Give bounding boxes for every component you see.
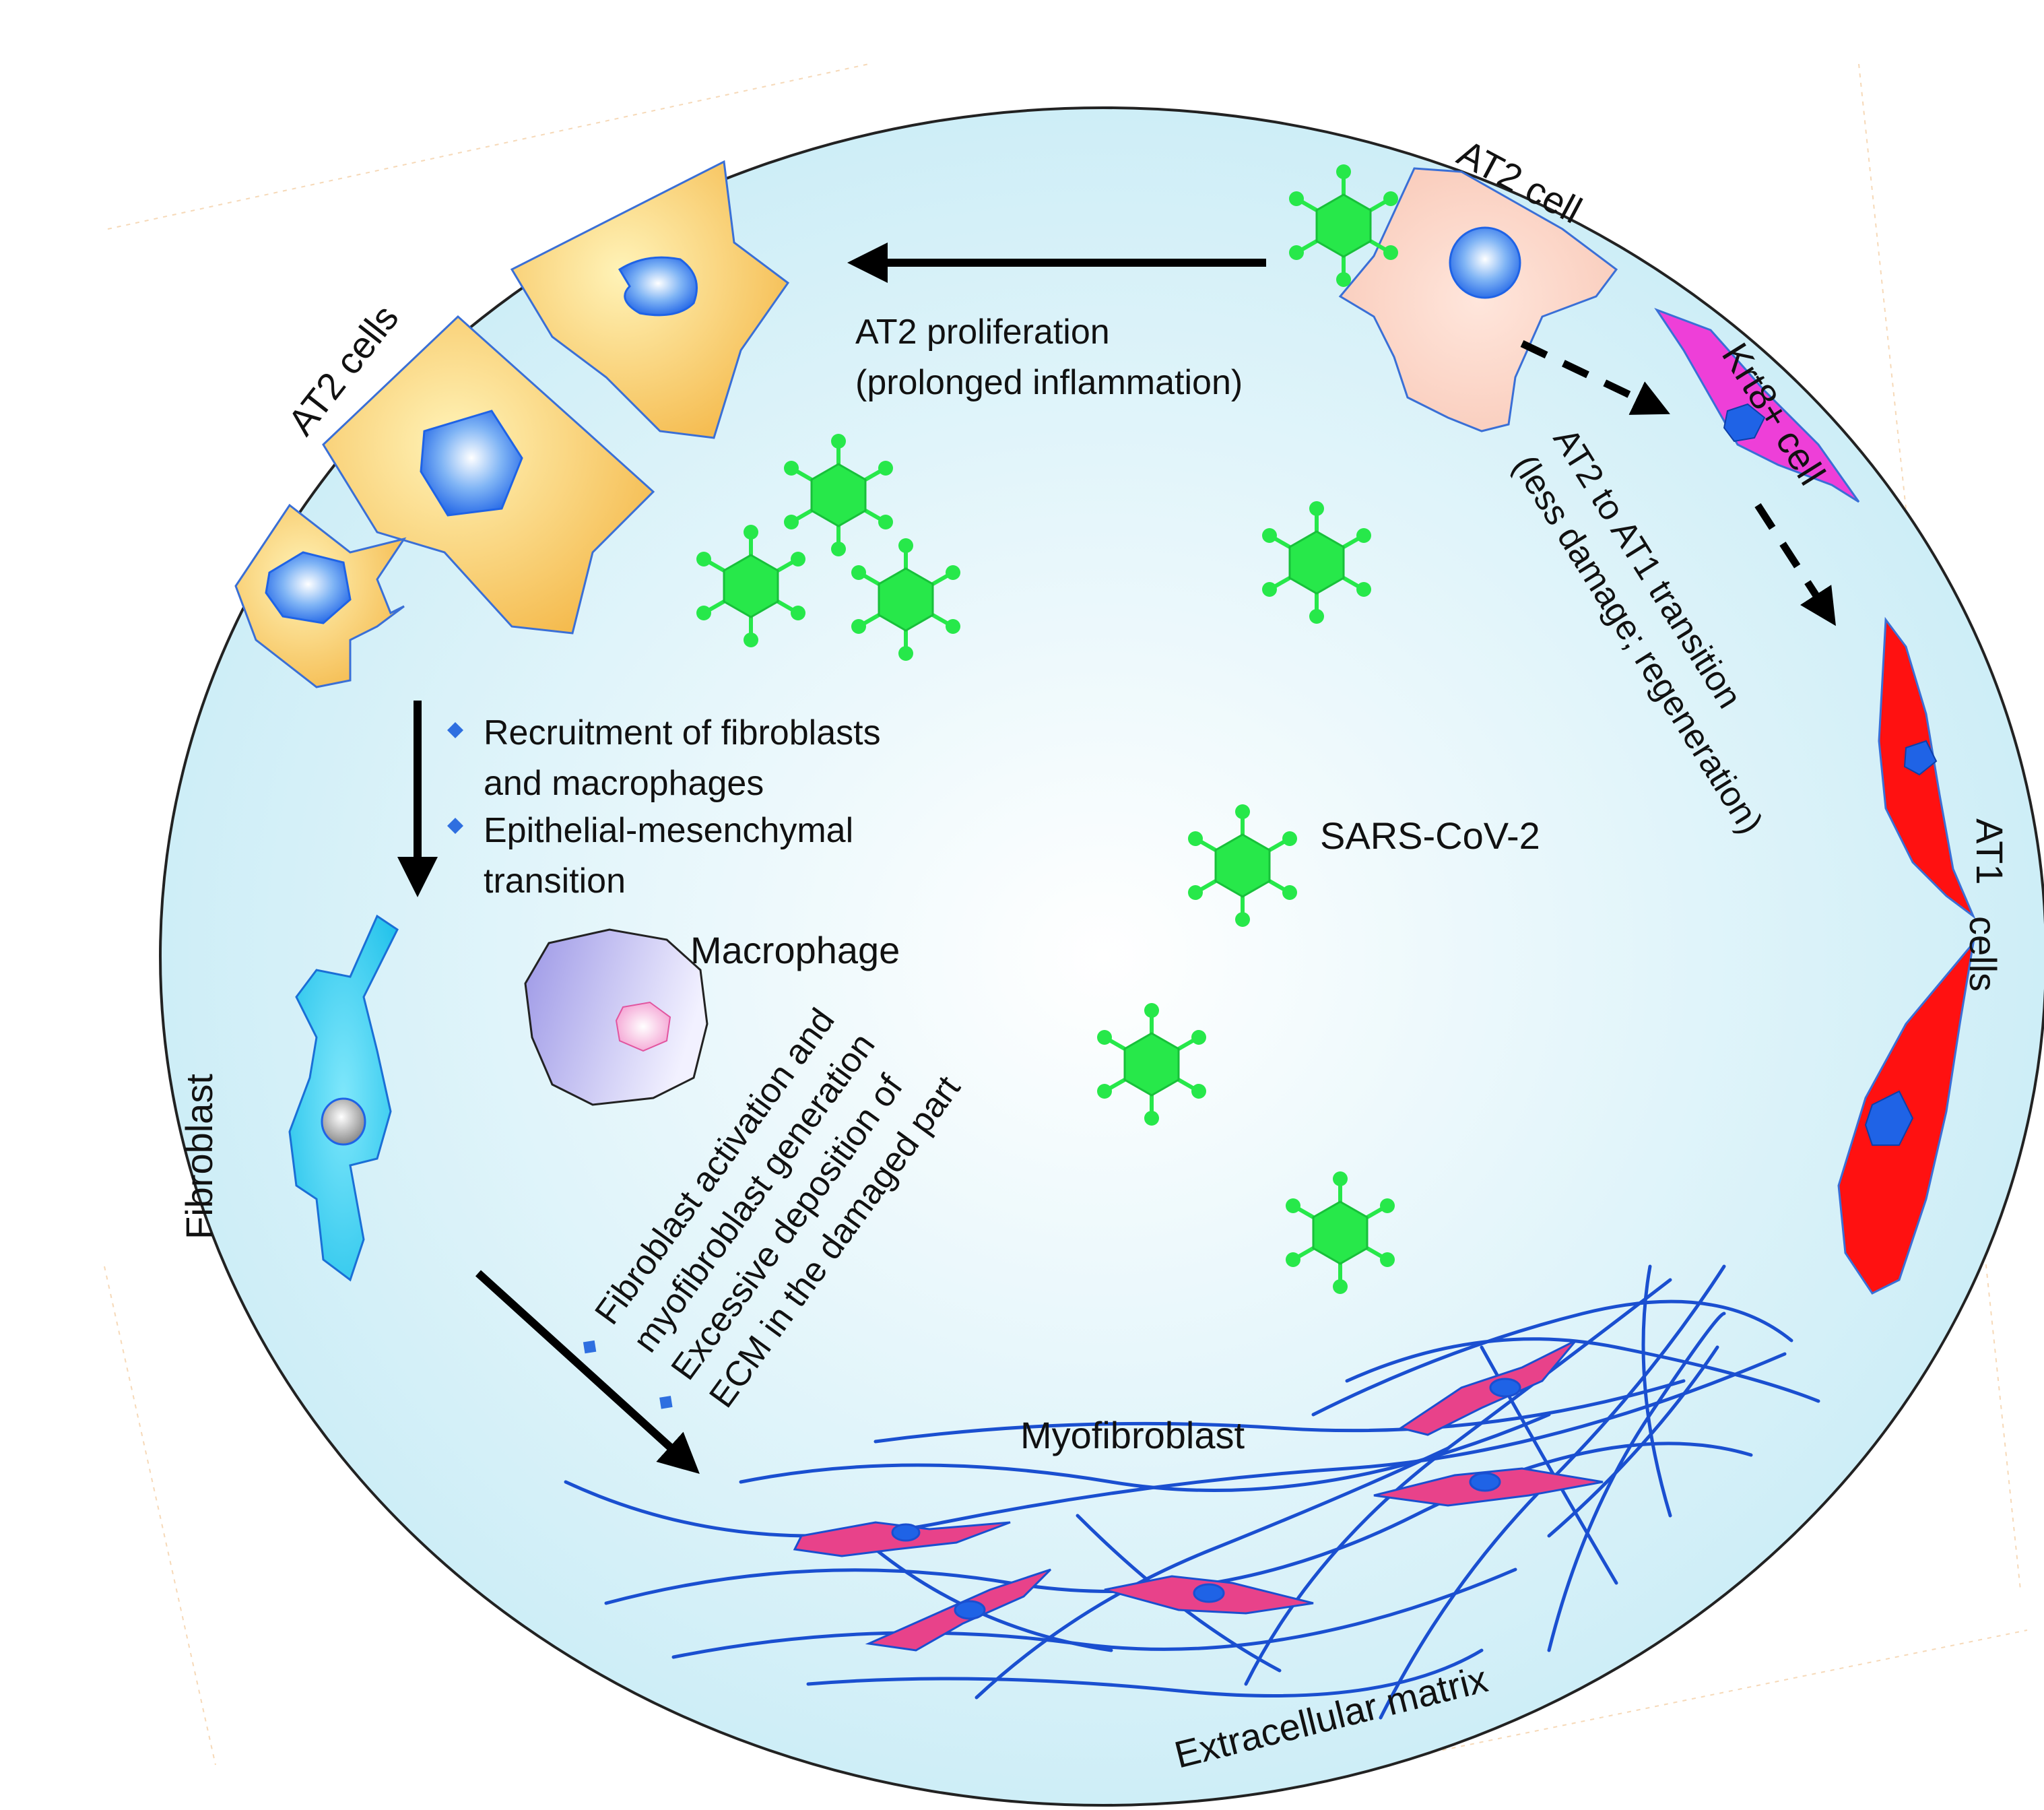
myofibroblast-nucleus [954,1600,986,1620]
pathway-arrows [397,243,1836,1475]
arrow-krt8-to-at1 [1754,503,1836,626]
bullet-diamond-icon [659,1396,673,1409]
macrophage-label: Macrophage [690,929,900,971]
krt8-cell [1654,307,1860,503]
at1-cell-nucleus [1864,1090,1914,1146]
proliferation-text-line1: AT2 proliferation [855,313,1110,352]
at1-cells-label-line2: cells [1962,916,2004,992]
at2-cell-nucleus [618,256,698,317]
at2-cells-cluster [234,160,790,688]
alveolus-background [159,106,2044,1807]
myofibroblast-nucleus [891,1523,921,1542]
at2-cell-nucleus [265,551,352,624]
recruitment-bullet-2-line2: transition [484,862,626,901]
bullet-diamond-icon [583,1340,597,1354]
recruitment-bullet-1-line2: and macrophages [484,764,764,803]
at2-cell-pink [1338,167,1618,432]
myofibroblast-nucleus [1469,1472,1501,1492]
myofibroblast-label: Myofibroblast [1020,1414,1245,1456]
recruitment-bullet-1-line1: Recruitment of fibroblasts [484,713,881,752]
fibroblast-cell [288,914,399,1282]
myofibroblast-nucleus [1193,1583,1225,1603]
bullet-diamond-icon [447,818,463,834]
at1-cells-label-line1: AT1 [1969,818,2011,885]
at2-cell-nucleus [1449,226,1521,299]
bullet-diamond-icon [447,722,463,738]
krt8-cell-nucleus [1723,403,1766,443]
fibroblast-label: Fibroblast [178,1074,220,1239]
macrophage-nucleus [615,1001,671,1052]
myofibroblast-cell [1398,1339,1577,1436]
sars-cov-2-label: SARS-CoV-2 [1320,814,1540,857]
at2-cell-nucleus [420,410,523,517]
proliferation-text-line2: (prolonged inflammation) [855,363,1243,402]
arrow-at2-to-krt8 [1520,340,1670,415]
recruitment-bullet-2-line1: Epithelial-mesenchymal [484,811,853,850]
fibroblast-nucleus [321,1097,366,1146]
at1-cells [1837,616,1976,1295]
myofibroblast-nucleus [1489,1378,1521,1398]
macrophage-cell [524,928,708,1106]
arrow-fibroblast-activation [475,1270,700,1475]
recruitment-bullet-list: Recruitment of fibroblasts and macrophag… [447,713,881,901]
myofibroblast-cells [793,1339,1604,1652]
at1-cell-nucleus [1903,740,1938,776]
